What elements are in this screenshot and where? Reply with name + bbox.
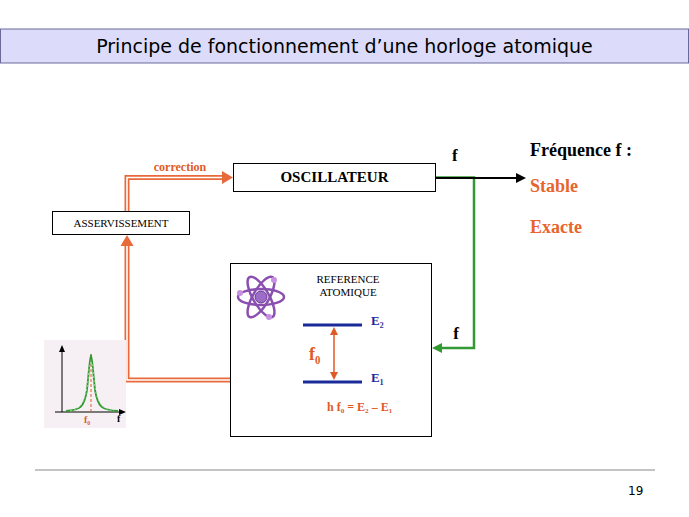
- output-heading: Fréquence f :: [530, 140, 632, 161]
- title-band: [1, 29, 689, 63]
- connector-line: [436, 178, 474, 349]
- arrowhead: [121, 235, 134, 246]
- page-number: 19: [628, 484, 643, 498]
- oscillator-box: OSCILLATEUR: [233, 163, 436, 192]
- transition-arrow: [330, 327, 338, 380]
- formula: h f₀ = E₂ – E₁: [327, 400, 392, 415]
- resonance-graph: [44, 340, 126, 428]
- frequency-label: f₀: [309, 344, 320, 365]
- property-label: Stable: [530, 176, 578, 197]
- axis-label: f: [117, 413, 120, 424]
- atom-icon: [237, 273, 284, 321]
- arrowhead: [432, 343, 442, 353]
- connector-line: [127, 245, 230, 380]
- frequency-feed-arrow: [432, 178, 474, 354]
- servo-box: ASSERVISSEMENT: [52, 211, 190, 235]
- energy-level: [303, 381, 362, 384]
- correction-arrow: [127, 171, 233, 211]
- edge-label: f: [451, 324, 461, 344]
- energy-level: [303, 324, 362, 327]
- output-line: [436, 177, 518, 179]
- slide-title: Principe de fonctionnement d’une horloge…: [0, 29, 689, 63]
- atomic-reference-box: REFERENCE ATOMIQUE E₂ f₀ E₁ h f₀ = E₂ – E₁: [230, 263, 432, 437]
- axis-label: f₀: [84, 414, 90, 425]
- energy-label: E₂: [371, 313, 384, 329]
- arrowhead: [222, 171, 233, 184]
- connector-line: [127, 245, 230, 380]
- edge-label: correction: [152, 160, 208, 175]
- energy-label: E₁: [371, 370, 384, 386]
- connector-line: [127, 178, 223, 212]
- connector-line: [127, 178, 223, 212]
- property-label: Exacte: [530, 217, 582, 238]
- output-arrowhead: [516, 173, 526, 183]
- box-title: REFERENCE ATOMIQUE: [303, 273, 393, 298]
- error-signal-arrow: [121, 235, 231, 380]
- box-label: OSCILLATEUR: [280, 169, 388, 186]
- signal-label: f: [452, 146, 458, 166]
- footer-rule: [35, 470, 655, 471]
- box-label: ASSERVISSEMENT: [73, 217, 168, 229]
